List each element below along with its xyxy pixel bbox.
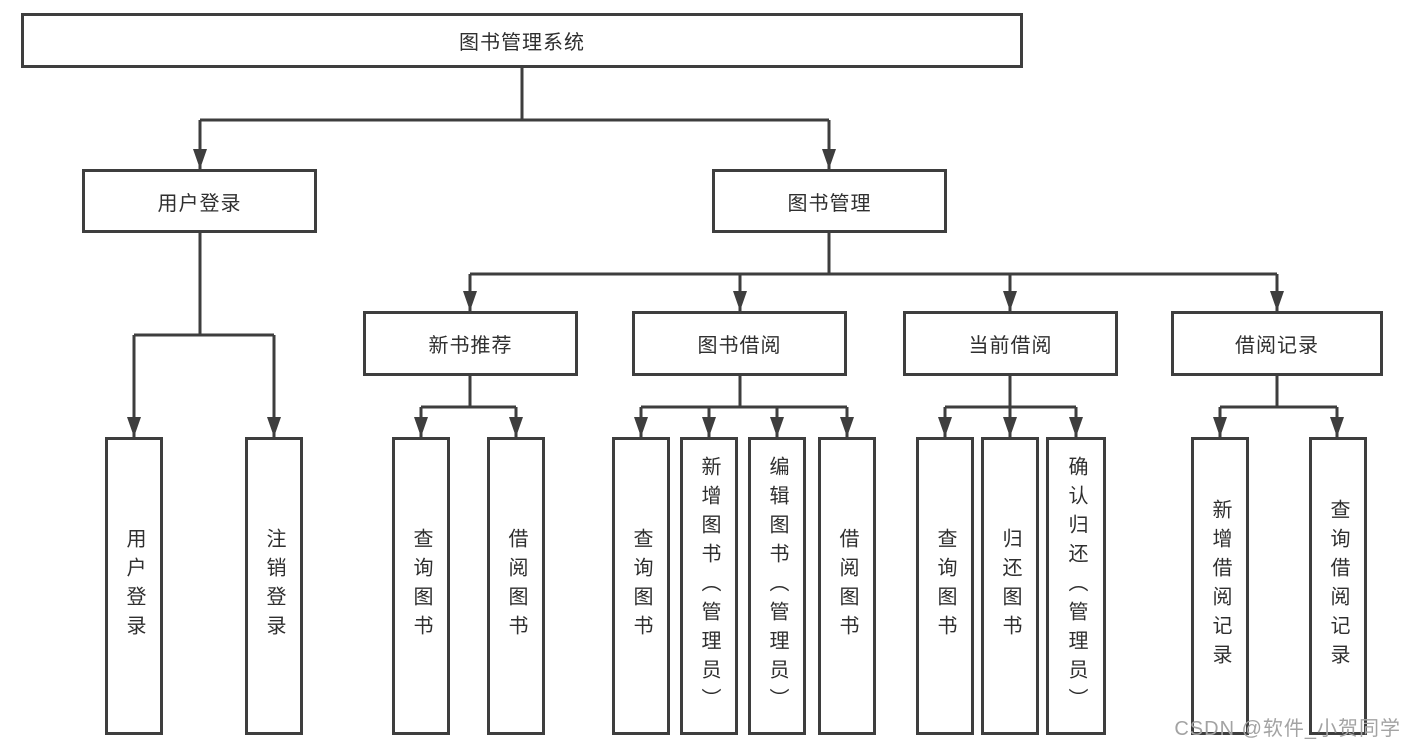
node-bb-borrow-books: 借阅图书: [818, 437, 876, 735]
edges-book-management: [463, 233, 1284, 311]
node-rec-query-books: 查询图书: [392, 437, 450, 735]
node-user-login: 用户登录: [82, 169, 317, 233]
node-cb-return-books: 归还图书: [981, 437, 1039, 735]
node-current-borrow: 当前借阅: [903, 311, 1118, 376]
edges-user-login: [127, 233, 281, 437]
node-leaf-logout: 注销登录: [245, 437, 303, 735]
node-br-query-record: 查询借阅记录: [1309, 437, 1367, 735]
node-br-add-record: 新增借阅记录: [1191, 437, 1249, 735]
node-cb-confirm-return-admin: 确认归还（管理员）: [1046, 437, 1106, 735]
node-root: 图书管理系统: [21, 13, 1023, 68]
edges-root: [193, 68, 836, 169]
node-book-borrow: 图书借阅: [632, 311, 847, 376]
edges-book-borrow: [634, 376, 854, 437]
node-bb-query-books: 查询图书: [612, 437, 670, 735]
csdn-watermark: CSDN @软件_小贺同学: [1174, 718, 1401, 740]
node-bb-edit-books-admin: 编辑图书（管理员）: [748, 437, 806, 735]
edges-current-borrow: [938, 376, 1083, 437]
edges-new-book-recommend: [414, 376, 523, 437]
node-book-management: 图书管理: [712, 169, 947, 233]
node-cb-query-books: 查询图书: [916, 437, 974, 735]
edges-borrow-records: [1213, 376, 1344, 437]
node-new-book-recommend: 新书推荐: [363, 311, 578, 376]
node-leaf-user-login: 用户登录: [105, 437, 163, 735]
node-rec-borrow-books: 借阅图书: [487, 437, 545, 735]
node-borrow-records: 借阅记录: [1171, 311, 1383, 376]
node-bb-add-books-admin: 新增图书（管理员）: [680, 437, 738, 735]
